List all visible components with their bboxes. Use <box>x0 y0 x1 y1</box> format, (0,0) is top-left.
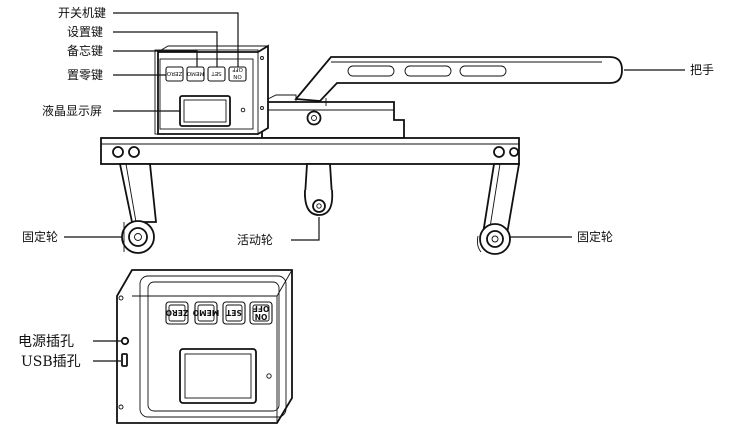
label-zero-key: 置零键 <box>67 68 103 82</box>
label-movable-wheel: 活动轮 <box>237 233 273 247</box>
label-fixed-wheel-left: 固定轮 <box>22 229 58 244</box>
label-settings-key: 设置键 <box>67 25 103 39</box>
key-set[interactable]: SET <box>222 301 246 325</box>
callout-lines <box>64 12 685 362</box>
movable-wheel <box>304 163 334 216</box>
usb-port[interactable] <box>121 353 128 367</box>
key-power-small[interactable]: OFF ON <box>228 66 247 82</box>
label-handle: 把手 <box>690 63 714 77</box>
key-power-small-on: ON <box>233 73 241 79</box>
key-set-small-label: SET <box>211 70 222 76</box>
key-power[interactable]: OFF ON <box>249 301 273 325</box>
label-fixed-wheel-right: 固定轮 <box>577 229 613 244</box>
label-usb-port: USB插孔 <box>21 354 81 370</box>
handle-arm <box>294 56 623 102</box>
key-memo-small[interactable]: MEMO <box>186 66 205 82</box>
label-lcd-screen: 液晶显示屏 <box>42 103 102 118</box>
key-set-small[interactable]: SET <box>207 66 226 82</box>
left-fixed-wheel <box>121 220 155 254</box>
key-memo-label: MEMO <box>193 308 219 317</box>
carriage-block <box>261 94 405 139</box>
key-memo[interactable]: MEMO <box>193 301 219 325</box>
key-zero-small-label: ZERO <box>166 70 182 76</box>
label-power-jack: 电源插孔 <box>18 334 74 350</box>
key-zero-label: ZERO <box>166 308 189 317</box>
key-memo-small-label: MEMO <box>186 70 204 76</box>
key-power-off-label: OFF <box>253 304 270 313</box>
key-power-small-off: OFF <box>232 66 243 72</box>
label-memo-key: 备忘键 <box>67 43 103 58</box>
right-fixed-wheel <box>476 223 511 255</box>
key-set-label: SET <box>225 308 242 317</box>
main-beam <box>100 137 520 165</box>
lcd-screen <box>179 348 272 404</box>
left-leg <box>118 163 157 223</box>
key-zero[interactable]: ZERO <box>165 301 189 325</box>
power-jack[interactable] <box>120 336 130 346</box>
key-power-on-label: ON <box>255 312 268 321</box>
key-zero-small[interactable]: ZERO <box>165 66 184 82</box>
label-power-key: 开关机键 <box>58 6 106 20</box>
